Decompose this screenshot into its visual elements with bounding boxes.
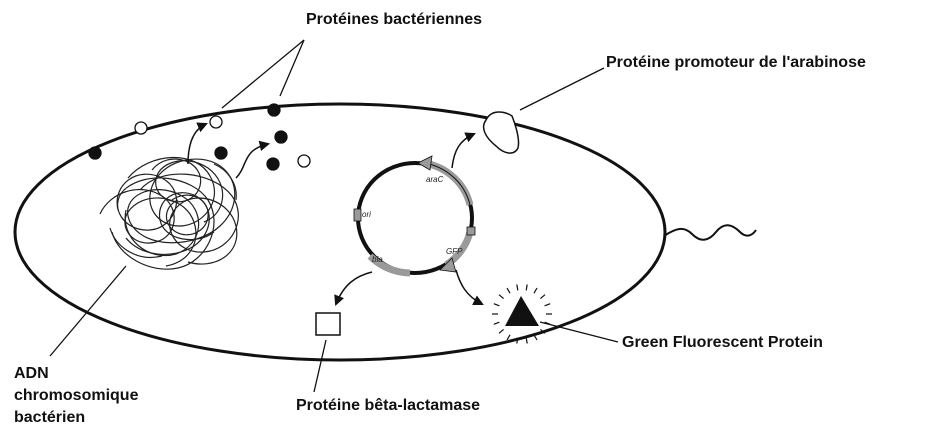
gfp-glow-ray [526,285,527,291]
protein-dot-filled [215,147,227,159]
gene-label-arac: araC [426,175,444,184]
gene-label-ori: ori [362,210,371,219]
gfp-glow-ray [507,288,510,293]
arrow-to-gfp [456,270,482,304]
gfp-glow-ray [499,329,504,333]
pointer-bacterial-proteins-1 [222,40,304,108]
pointer-gfp [540,322,618,342]
protein-dot-open [298,155,310,167]
arrow-to-arabinose-protein [452,134,474,168]
ori-marker [354,209,361,221]
gfp-glow-ray [517,285,518,291]
arrow-to-beta-lactamase [336,272,372,304]
protein-dot-filled [267,158,279,170]
flagellum [664,225,756,240]
label-chromosomal-dna-line2: chromosomique [14,386,138,405]
arac-arrowhead [418,156,432,170]
label-chromosomal-dna-line3: bactérien [14,408,85,427]
gfp-glow-ray [499,295,504,299]
label-beta-lactamase: Protéine bêta-lactamase [296,396,480,415]
pointer-chromosomal-dna [50,266,126,356]
pointer-arabinose [520,68,604,110]
gfp-glow-ray [545,304,551,306]
gfp-glow-ray [507,335,510,340]
gene-label-bla: bla [372,255,383,264]
beta-lactamase-shape [316,313,340,335]
gfp-triangle [505,296,539,326]
label-green-fluorescent-protein: Green Fluorescent Protein [622,333,823,352]
pointer-beta-lactamase [314,340,326,392]
promoter-marker [467,227,475,235]
arrow-dna-to-protein-2 [236,144,268,178]
protein-dot-open [210,116,222,128]
gfp-glow-ray [494,304,500,306]
gene-label-gfp: GFP [446,247,463,256]
gfp-glow-ray [494,322,500,324]
arrow-dna-to-protein-1 [188,124,206,164]
gfp-glow-ray [534,288,537,293]
label-bacterial-proteins: Protéines bactériennes [306,10,482,29]
plasmid: araC ori bla GFP [354,156,475,273]
protein-dot-filled [275,131,287,143]
arac-gene-segment [424,163,470,205]
chromosomal-dna [100,157,238,269]
protein-dot-filled [268,104,280,116]
gfp-glow [492,285,552,344]
gfp-glow-ray [526,338,527,344]
protein-dot-open [135,122,147,134]
arabinose-promoter-protein-shape [484,112,519,153]
label-chromosomal-dna-line1: ADN [14,364,49,383]
pointer-bacterial-proteins-2 [280,40,304,96]
label-arabinose-promoter-protein: Protéine promoteur de l'arabinose [606,53,866,72]
protein-dot-filled [89,147,101,159]
gfp-glow-ray [540,295,545,299]
